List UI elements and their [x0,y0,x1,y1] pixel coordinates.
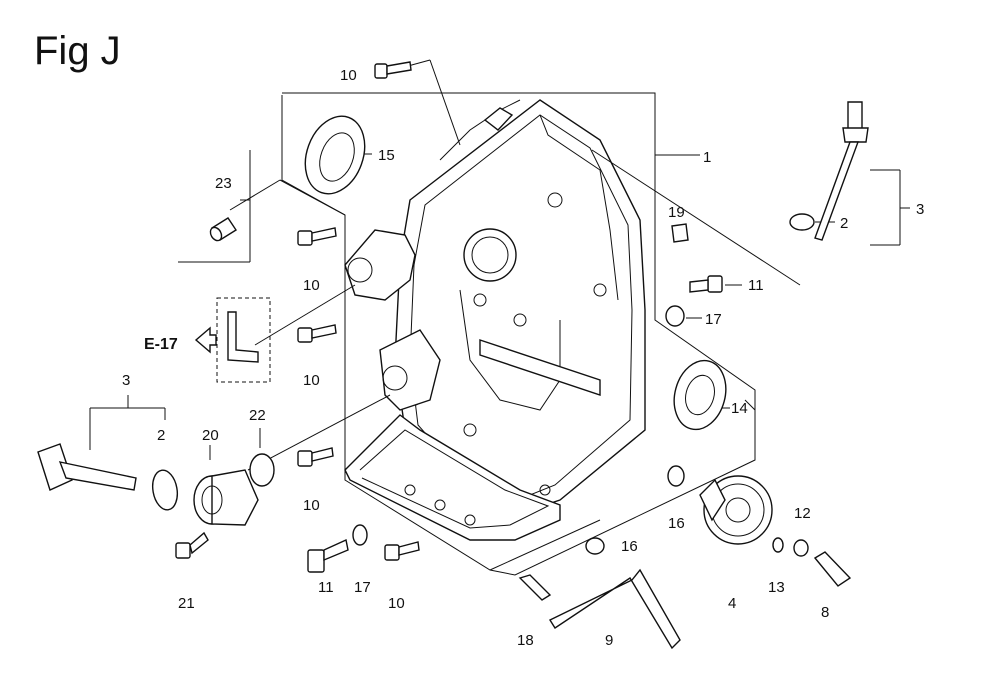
dowel-pin-19 [671,223,689,243]
washer-2-left [151,469,179,511]
spring-pin-18 [518,574,552,601]
washer-13 [772,537,784,553]
callout-2-right: 2 [840,215,848,232]
callout-22: 22 [249,407,266,424]
callout-19: 19 [668,204,685,221]
washer-16-bottom [585,537,605,555]
callout-8: 8 [821,604,829,621]
bolt-10-top [374,61,412,79]
callout-11-bottom: 11 [318,579,334,596]
bolt-10-d [384,541,420,561]
callout-3-left: 3 [122,372,130,389]
bolt-11-right [689,275,723,293]
callout-2-left: 2 [157,427,165,444]
bolt-21 [175,531,209,559]
bolt-10-a [297,227,337,246]
callout-20: 20 [202,427,219,444]
callout-18: 18 [517,632,534,649]
pin-8 [813,551,852,587]
leader-lines [89,59,910,571]
callout-17-right: 17 [705,311,722,328]
callout-16-b: 16 [621,538,638,555]
reference-label-e17: E-17 [144,336,178,353]
governor-shaft-9 [548,568,681,650]
callout-21: 21 [178,595,195,612]
callout-10-a: 10 [303,277,320,294]
callout-10-c: 10 [303,497,320,514]
bolt-10-c [297,447,334,467]
governor-gear-4 [699,475,773,545]
callout-10-d: 10 [388,595,405,612]
washer-17-right [665,305,685,327]
dowel-pin-23 [209,217,237,242]
o-ring-2-right [789,213,815,231]
callout-15: 15 [378,147,395,164]
callout-12: 12 [794,505,811,522]
bolt-11-bottom [307,538,349,573]
callout-9: 9 [605,632,613,649]
clip-12 [793,539,809,557]
callout-16-a: 16 [668,515,685,532]
o-ring-22 [249,453,275,487]
washer-17-bottom [352,524,368,546]
callout-11-right: 11 [748,277,764,294]
crankcase-cover [344,99,646,541]
bolt-10-b [297,324,337,343]
breather-tube-reference: E-17 [144,297,271,383]
drain-fitting-20 [193,469,259,526]
callout-3-right: 3 [916,201,924,218]
figure-title: Fig J [34,29,121,73]
callout-23: 23 [215,175,232,192]
callout-17-bottom: 17 [354,579,371,596]
callout-10-b: 10 [303,372,320,389]
bearing-14 [673,359,727,431]
callout-10-top: 10 [340,67,357,84]
callout-13: 13 [768,579,785,596]
callout-14: 14 [731,400,748,417]
callout-labels: 10 15 1 3 2 23 10 10 19 11 17 14 3 2 20 … [122,67,924,649]
oil-filler-cap-right [814,101,869,241]
washer-16-a [667,465,685,487]
oil-seal-15 [304,115,366,195]
callout-4: 4 [728,595,736,612]
oil-drain-plug-left [37,443,137,491]
callout-1: 1 [703,149,711,166]
